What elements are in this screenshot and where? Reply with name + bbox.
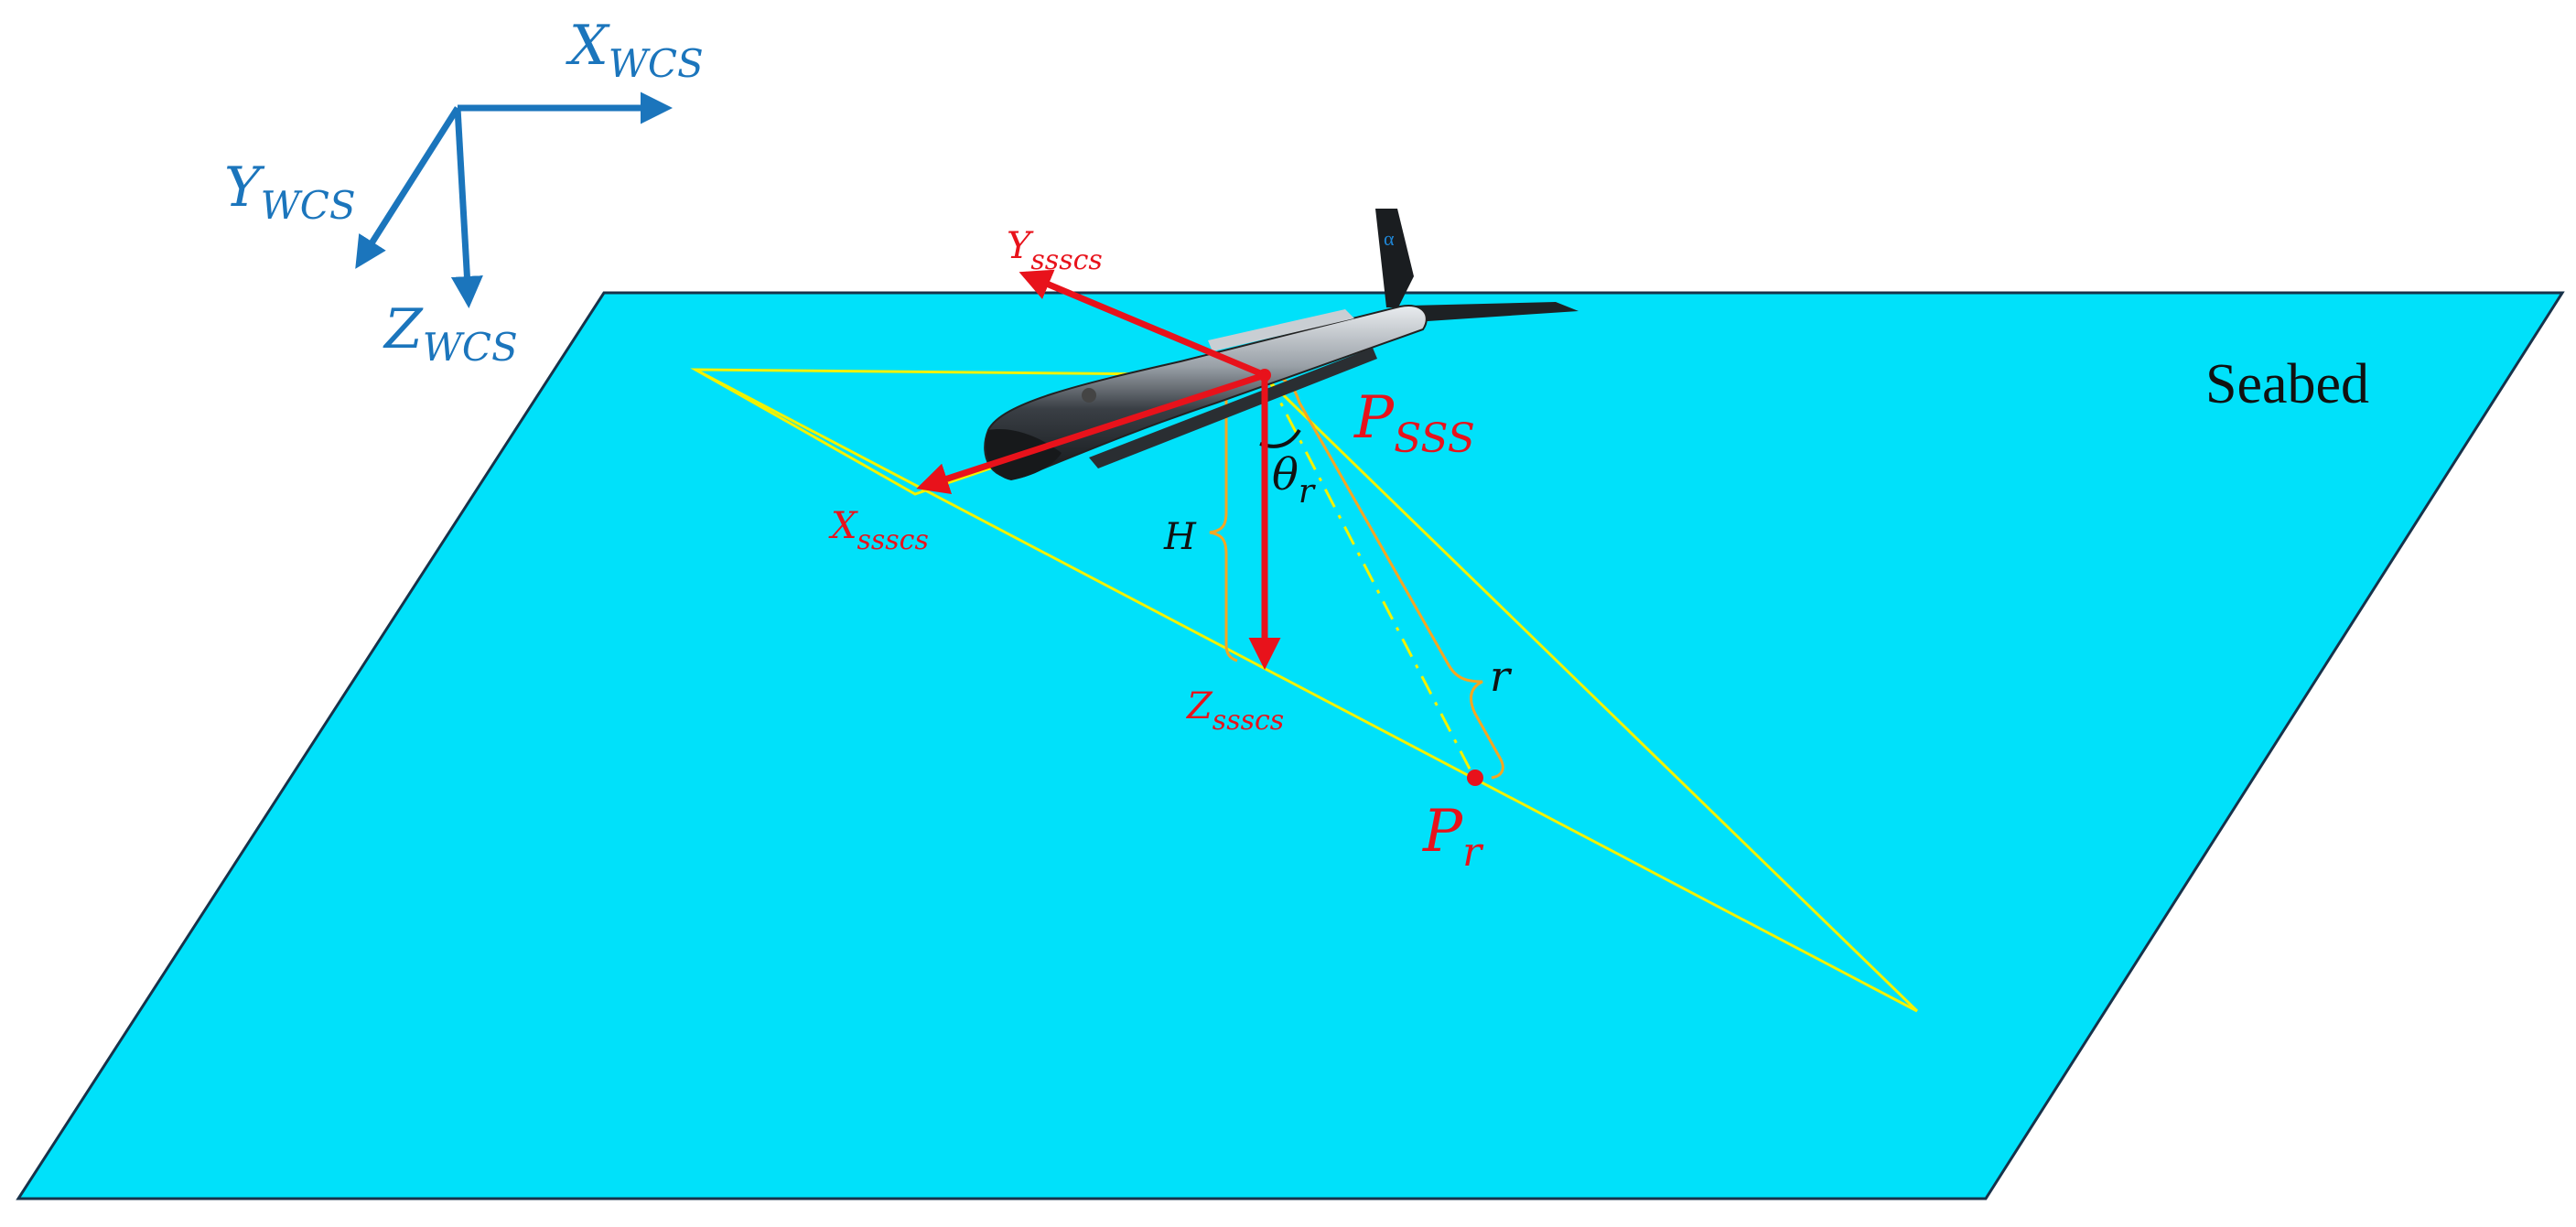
range-brace [1274, 375, 1504, 780]
svg-text:α: α [1384, 227, 1395, 250]
range-label: r [1490, 651, 1513, 701]
target-point [1467, 770, 1483, 786]
ssscs-z-label: Zssscs [1185, 685, 1284, 737]
wcs-x-label: XWCS [566, 14, 704, 86]
wcs-z-label: ZWCS [383, 297, 518, 370]
wcs-y-axis [355, 106, 460, 269]
height-label: H [1163, 516, 1197, 558]
wcs-z-axis [450, 107, 483, 308]
seabed-label: Seabed [2205, 353, 2369, 415]
svg-text:θr: θr [1272, 449, 1316, 511]
ssscs-axes [916, 269, 1281, 670]
target-point-label: Pr [1422, 798, 1484, 876]
wcs-y-label: YWCS [224, 156, 356, 228]
ssscs-x-axis [916, 371, 1266, 494]
wcs-axes [355, 91, 673, 308]
ssscs-x-label: Xssscs [828, 505, 929, 556]
slant-range-line [1266, 376, 1475, 777]
seabed-plane [16, 291, 2565, 1200]
ssscs-y-axis [1019, 269, 1266, 379]
sonar-point-label: PSSS [1353, 384, 1475, 462]
ssscs-y-label: Yssscs [1007, 225, 1103, 276]
angle-label: θr [1272, 449, 1316, 511]
